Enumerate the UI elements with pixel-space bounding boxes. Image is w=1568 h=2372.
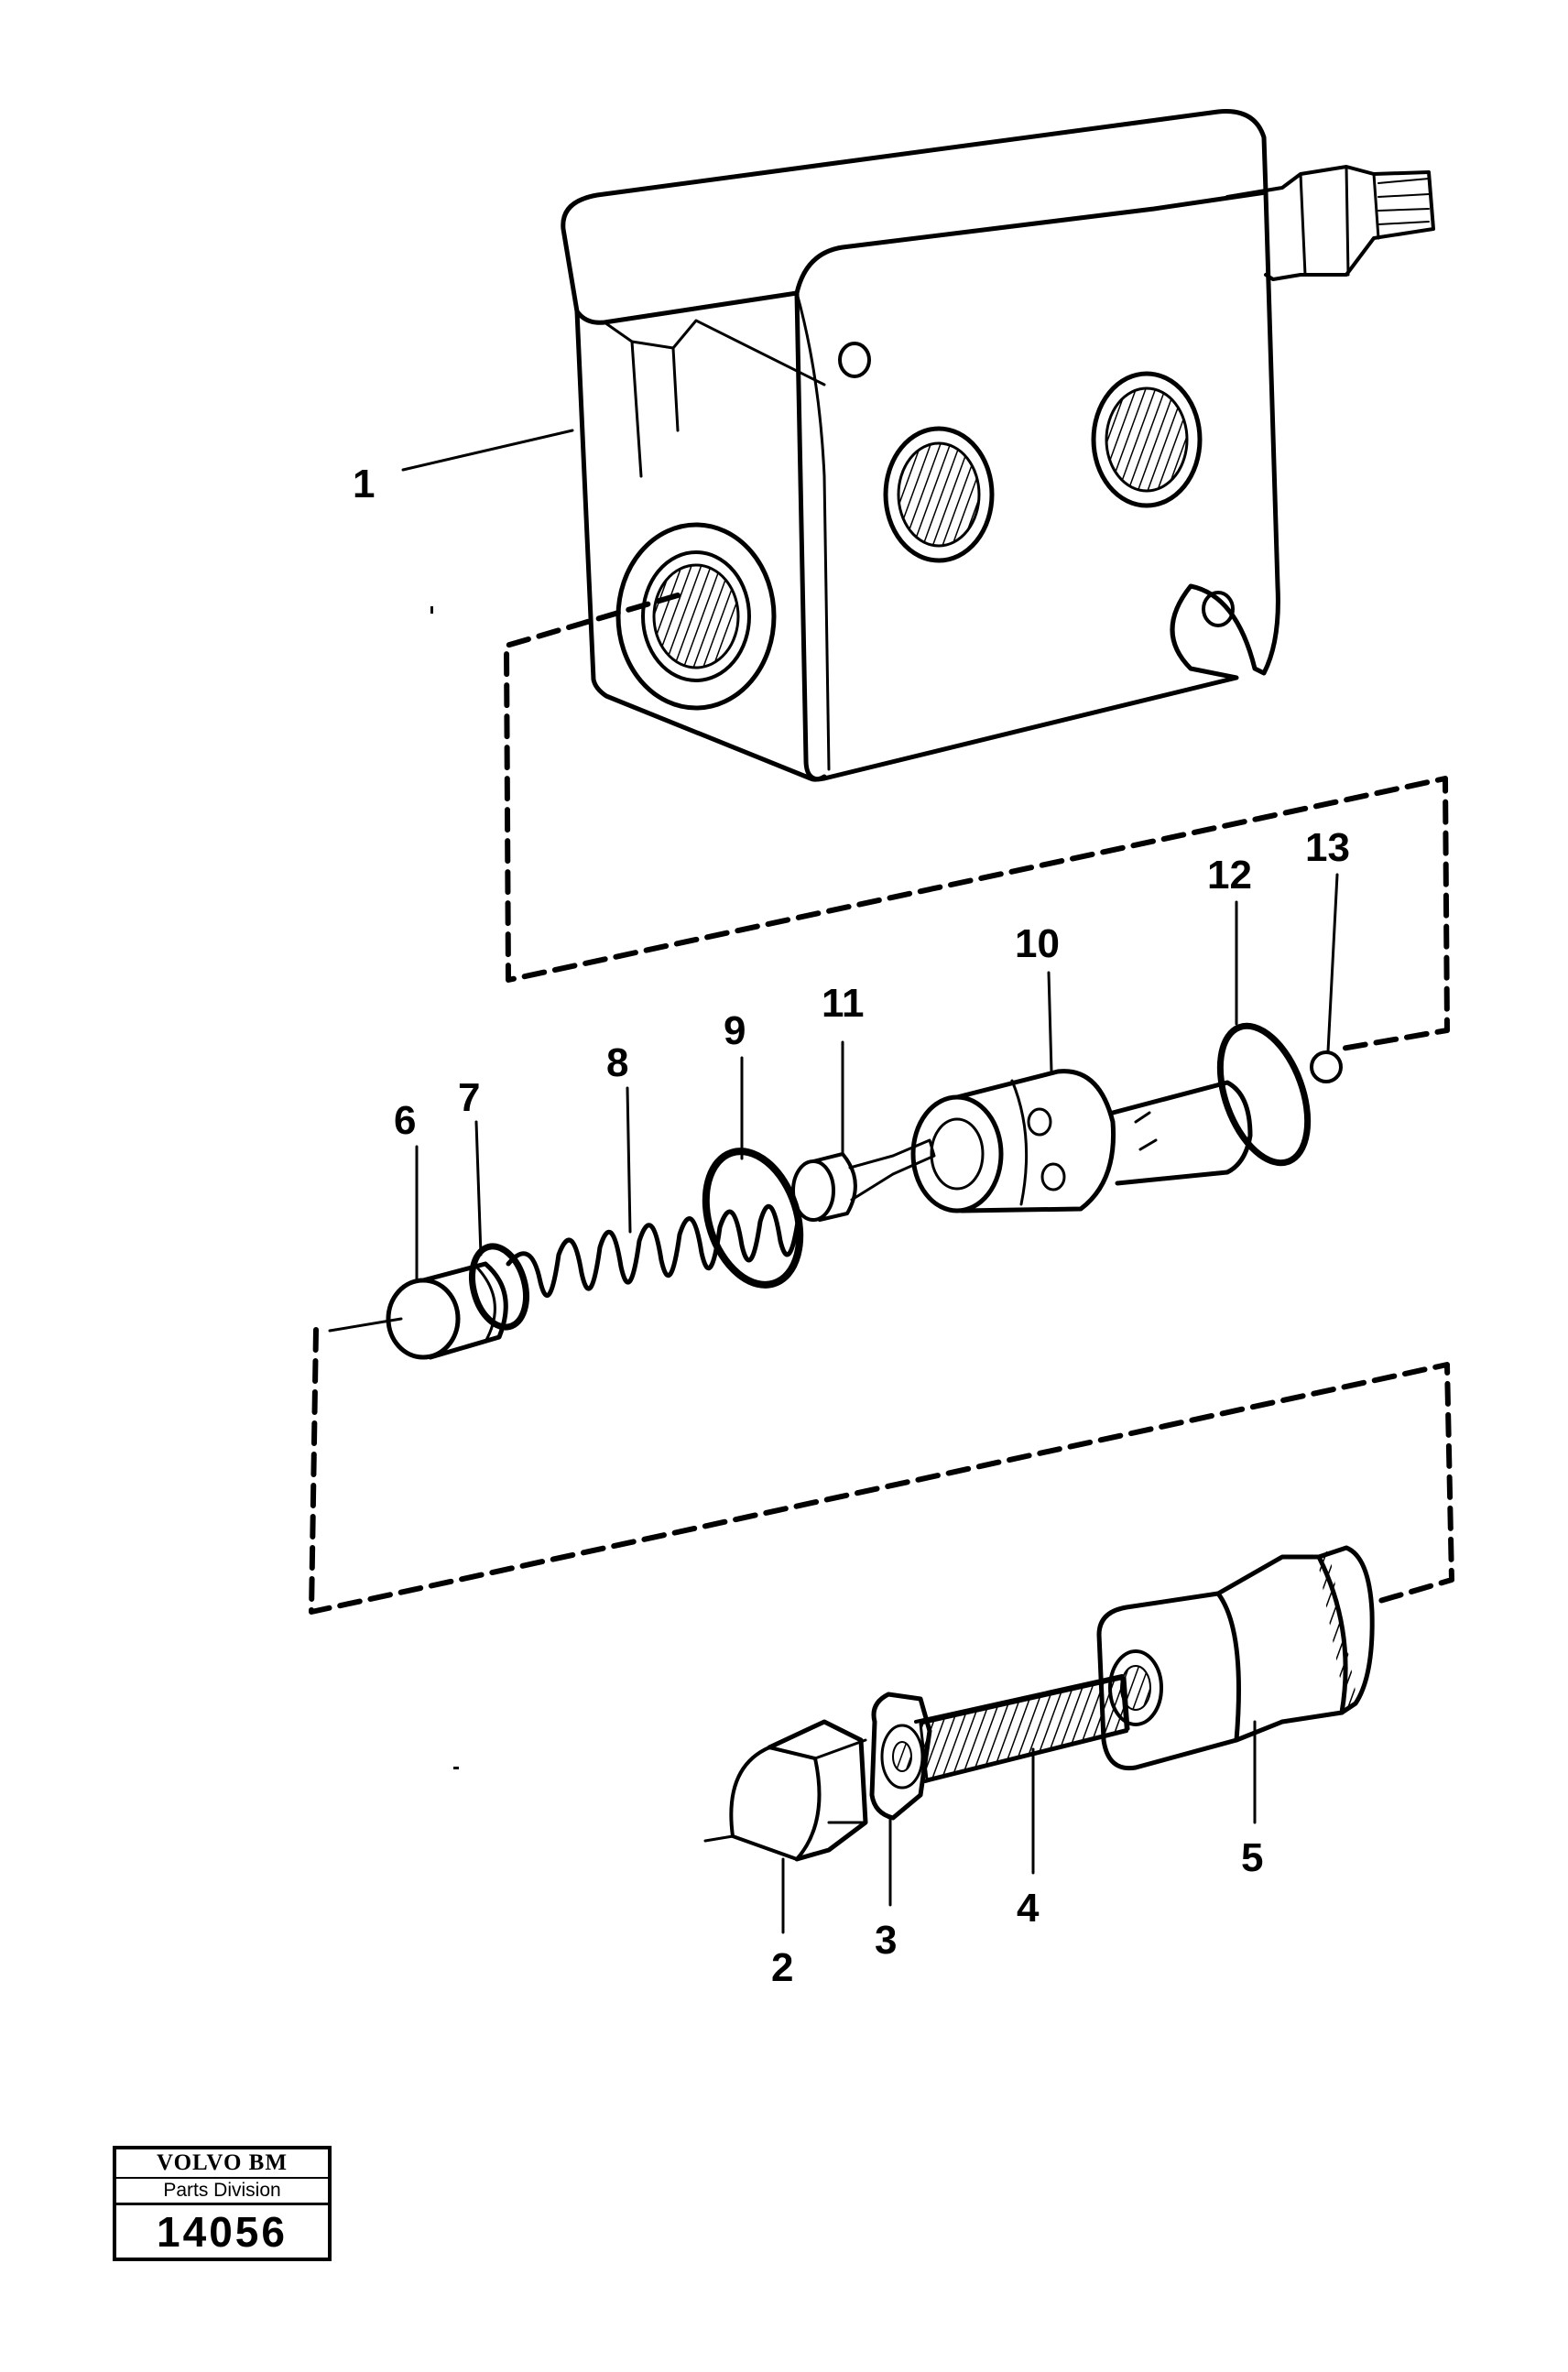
o-ring-part-7 xyxy=(469,1243,529,1331)
callout-9: 9 xyxy=(724,1008,746,1053)
callout-1: 1 xyxy=(353,462,375,506)
adjusting-screw-part-4 xyxy=(914,1674,1130,1783)
scan-specks xyxy=(430,606,459,1769)
callout-6: 6 xyxy=(394,1098,416,1143)
parts-catalog-stamp: VOLVO BM Parts Division 14056 xyxy=(113,2146,332,2261)
callout-labels: 1 2 3 4 5 6 7 8 9 10 11 12 13 xyxy=(353,462,1350,1990)
lock-nut-part-3 xyxy=(869,1692,932,1821)
division-label: Parts Division xyxy=(116,2179,328,2205)
seal-ring-part-12 xyxy=(1216,1022,1312,1167)
callout-4: 4 xyxy=(1017,1886,1040,1931)
drawing-number: 14056 xyxy=(157,2208,288,2256)
callout-3: 3 xyxy=(875,1918,897,1963)
callout-10: 10 xyxy=(1015,921,1060,966)
callout-13: 13 xyxy=(1305,825,1350,870)
adjusting-housing-part-5 xyxy=(1096,1545,1375,1771)
brand-label: VOLVO BM xyxy=(116,2149,328,2179)
leader-lines xyxy=(401,429,1339,1934)
callout-11: 11 xyxy=(822,981,865,1026)
callout-5: 5 xyxy=(1241,1835,1263,1880)
valve-cartridge-part-10 xyxy=(910,1069,1253,1213)
spring-part-8 xyxy=(506,1203,801,1298)
plug-part-6 xyxy=(386,1261,508,1360)
callout-7: 7 xyxy=(458,1075,480,1120)
assembly-guide-lines xyxy=(309,593,1454,1615)
callout-2: 2 xyxy=(771,1945,793,1990)
o-ring-part-9 xyxy=(702,1148,804,1289)
ball-part-13 xyxy=(1310,1050,1343,1083)
valve-housing-part-1 xyxy=(561,109,1435,782)
cap-nut-part-2 xyxy=(729,1719,868,1862)
callout-12: 12 xyxy=(1207,853,1252,898)
leader-extensions xyxy=(328,1317,735,1843)
callout-8: 8 xyxy=(606,1040,628,1085)
